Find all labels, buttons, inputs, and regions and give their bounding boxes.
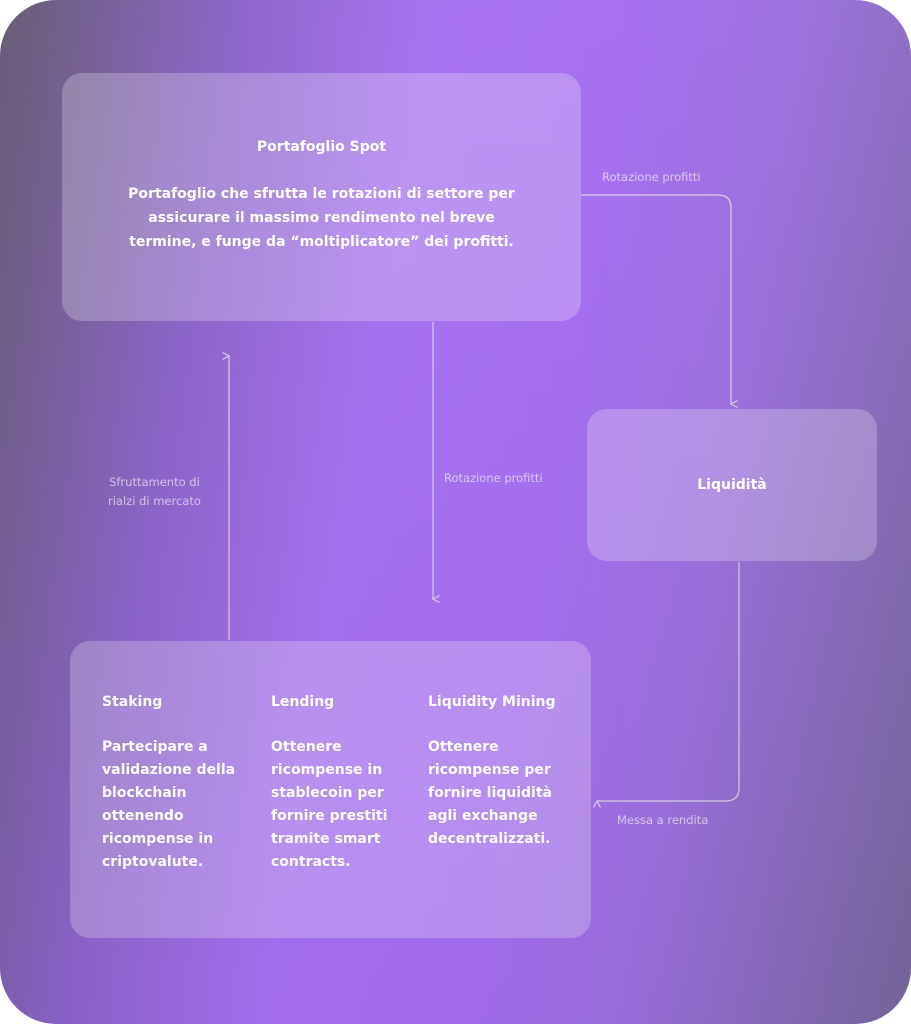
lending-column: Lending Ottenere ricompense in stablecoi… <box>271 690 401 874</box>
spot-portfolio-box: Portafoglio Spot Portafoglio che sfrutta… <box>62 73 581 321</box>
edge-label-spot-to-liquidity: Rotazione profitti <box>602 170 701 184</box>
edge-label-yield-to-spot-line2: rialzi di mercato <box>108 494 201 508</box>
liquidity-mining-description: Ottenere ricompense per fornire liquidit… <box>428 739 552 847</box>
edge-label-liquidity-to-yield: Messa a rendita <box>617 813 709 827</box>
liquidity-mining-column: Liquidity Mining Ottenere ricompense per… <box>428 690 578 851</box>
spot-portfolio-description: Portafoglio che sfrutta le rotazioni di … <box>128 186 515 250</box>
staking-title: Staking <box>102 694 163 710</box>
liquidity-box: Liquidità <box>587 409 877 561</box>
staking-description: Partecipare a validazione della blockcha… <box>102 739 236 870</box>
arrow-spot-to-liquidity <box>581 194 731 404</box>
staking-column: Staking Partecipare a validazione della … <box>102 690 242 874</box>
lending-description: Ottenere ricompense in stablecoin per fo… <box>271 739 388 870</box>
yield-strategies-box: Staking Partecipare a validazione della … <box>70 641 591 938</box>
liquidity-title: Liquidità <box>697 477 767 493</box>
lending-title: Lending <box>271 694 335 710</box>
edge-label-yield-to-spot: Sfruttamento di rialzi di mercato <box>108 473 201 511</box>
arrow-liquidity-to-yield <box>597 562 740 801</box>
edge-label-yield-to-spot-line1: Sfruttamento di <box>109 475 200 489</box>
edge-label-spot-to-yield: Rotazione profitti <box>444 471 543 485</box>
liquidity-mining-title: Liquidity Mining <box>428 694 556 710</box>
spot-portfolio-title: Portafoglio Spot <box>256 139 387 155</box>
